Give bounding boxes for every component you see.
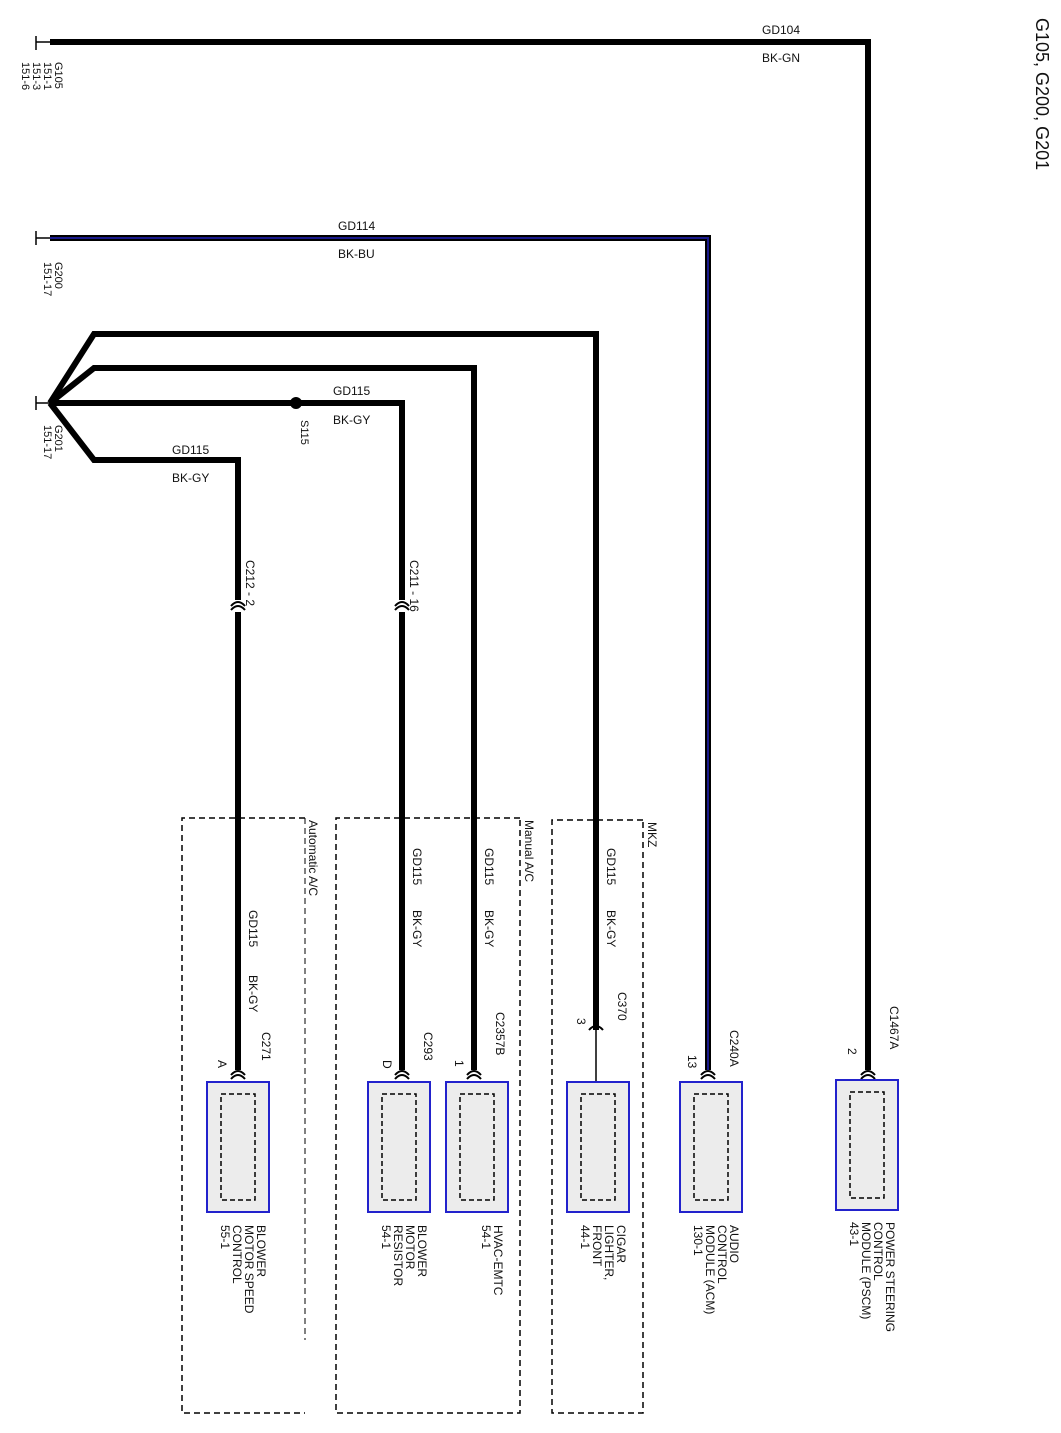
component-cigar-name-2: LIGHTER, — [602, 1225, 616, 1280]
component-blower-resistor-name-2: MOTOR — [403, 1225, 417, 1270]
component-audio-control-module: C240A 13 AUDIO CONTROL MODULE (ACM) 130-… — [679, 1030, 743, 1314]
component-cigar-name-1: CIGAR — [614, 1225, 628, 1263]
splice-s115-label: S115 — [298, 420, 310, 445]
component-blower-speed-name-3: CONTROL — [230, 1225, 244, 1284]
option-group-automatic: Automatic A/C — [181, 817, 320, 1414]
ground-g105-label: G105 — [52, 62, 64, 89]
wire-gd115-c271-color: BK-GY — [246, 975, 260, 1012]
component-blower-speed-name-2: MOTOR SPEED — [242, 1225, 256, 1314]
component-blower-resistor: C293 D BLOWER MOTOR RESISTOR 54-1 — [367, 1032, 435, 1286]
ground-g201-ref-1: 151-17 — [41, 425, 53, 459]
ground-g105-ref-2: 151-3 — [30, 62, 42, 90]
inline-connector-c211-label: C211 - 16 — [407, 560, 421, 612]
component-hvac-name-2: 54-1 — [479, 1225, 493, 1249]
wire-gd115-c271-circuit: GD115 — [246, 910, 260, 947]
splice-s115: S115 — [290, 397, 310, 445]
wire-gd115-c2357b-circuit: GD115 — [482, 848, 496, 885]
component-hvac-emtc: C2357B 1 HVAC-EMTC 54-1 — [445, 1012, 509, 1296]
option-group-manual: Manual A/C — [335, 817, 536, 1414]
component-blower-speed-control: C271 A BLOWER MOTOR SPEED CONTROL 55-1 — [206, 1032, 273, 1314]
wire-gd115-cigar — [47, 331, 599, 1030]
component-acm-pin: 13 — [685, 1055, 699, 1069]
inline-connector-c211: C211 - 16 — [394, 560, 421, 612]
inline-connector-c212: C212 - 2 — [230, 560, 257, 611]
ground-g200-ref-1: 151-17 — [41, 262, 53, 296]
wire-gd115-c370-circuit: GD115 — [604, 848, 618, 885]
ground-g200-label: G200 — [52, 262, 64, 289]
wire-gd115-c293-color: BK-GY — [410, 910, 424, 947]
wire-gd115-hvac — [48, 365, 477, 1070]
wire-gd114-color: BK-BU — [338, 247, 375, 261]
wire-gd115-c2357b-color: BK-GY — [482, 910, 496, 947]
component-hvac-pin: 1 — [452, 1060, 466, 1067]
component-blower-resistor-name-3: RESISTOR — [391, 1225, 405, 1286]
component-cigar-connector: C370 — [615, 992, 629, 1021]
component-cigar-pin: 3 — [574, 1018, 588, 1025]
page-title: G105, G200, G201 — [1032, 18, 1052, 170]
component-blower-resistor-name-1: BLOWER — [415, 1225, 429, 1277]
option-group-manual-label: Manual A/C — [522, 820, 536, 882]
inline-connector-c212-label: C212 - 2 — [243, 560, 257, 606]
component-blower-resistor-name-4: 54-1 — [379, 1225, 393, 1249]
component-pscm-name-1: POWER STEERING — [883, 1222, 897, 1332]
component-blower-speed-name-1: BLOWER — [254, 1225, 268, 1277]
component-acm-connector: C240A — [727, 1030, 741, 1067]
wire-gd115-lower-circuit: GD115 — [172, 443, 209, 457]
component-pscm-connector: C1467A — [887, 1006, 901, 1049]
wire-gd104-color: BK-GN — [762, 51, 800, 65]
ground-g105-ref-1: 151-1 — [41, 62, 53, 90]
option-group-mkz-label: MKZ — [645, 822, 659, 847]
component-acm-name-4: 130-1 — [691, 1225, 705, 1256]
ground-g105: G105 151-1 151-3 151-6 — [19, 36, 64, 90]
wire-gd114-blue-core — [50, 237, 709, 1070]
wire-gd115-c293-circuit: GD115 — [410, 848, 424, 885]
wire-gd115-c370-color: BK-GY — [604, 910, 618, 947]
component-cigar-name-4: 44-1 — [578, 1225, 592, 1249]
component-power-steering-module: C1467A 2 POWER STEERING CONTROL MODULE (… — [835, 1006, 901, 1332]
ground-g200: G200 151-17 — [35, 231, 64, 296]
component-blower-speed-pin: A — [215, 1060, 229, 1068]
component-acm-name-3: MODULE (ACM) — [703, 1225, 717, 1314]
component-pscm-name-2: CONTROL — [871, 1222, 885, 1281]
component-pscm-pin: 2 — [845, 1048, 859, 1055]
component-cigar-name-3: FRONT — [590, 1225, 604, 1267]
component-acm-name-1: AUDIO — [727, 1225, 741, 1263]
ground-g201-label: G201 — [52, 425, 64, 452]
wire-gd115-splice — [50, 400, 405, 600]
component-pscm-name-4: 43-1 — [847, 1222, 861, 1246]
component-blower-speed-connector: C271 — [259, 1032, 273, 1061]
component-blower-resistor-connector: C293 — [421, 1032, 435, 1061]
wire-gd114-circuit: GD114 — [338, 219, 375, 233]
component-hvac-connector: C2357B — [493, 1012, 507, 1055]
option-group-mkz: MKZ — [551, 819, 659, 1414]
ground-g105-ref-3: 151-6 — [19, 62, 31, 90]
component-hvac-name-1: HVAC-EMTC — [491, 1225, 505, 1296]
component-acm-name-2: CONTROL — [715, 1225, 729, 1284]
component-pscm-name-3: MODULE (PSCM) — [859, 1222, 873, 1319]
option-group-automatic-label: Automatic A/C — [306, 820, 320, 896]
wire-gd115-upper-circuit: GD115 — [333, 384, 370, 398]
wire-gd104-circuit: GD104 — [762, 23, 800, 37]
wire-gd104 — [50, 39, 871, 1070]
component-cigar-lighter: C370 3 CIGAR LIGHTER, FRONT 44-1 — [566, 992, 630, 1280]
ground-g201: G201 151-17 — [35, 396, 64, 459]
component-blower-resistor-pin: D — [380, 1060, 394, 1069]
wire-gd115-lower — [47, 401, 241, 600]
wire-gd115-lower-color: BK-GY — [172, 471, 209, 485]
wire-gd115-upper-color: BK-GY — [333, 413, 370, 427]
component-blower-speed-name-4: 55-1 — [218, 1225, 232, 1249]
